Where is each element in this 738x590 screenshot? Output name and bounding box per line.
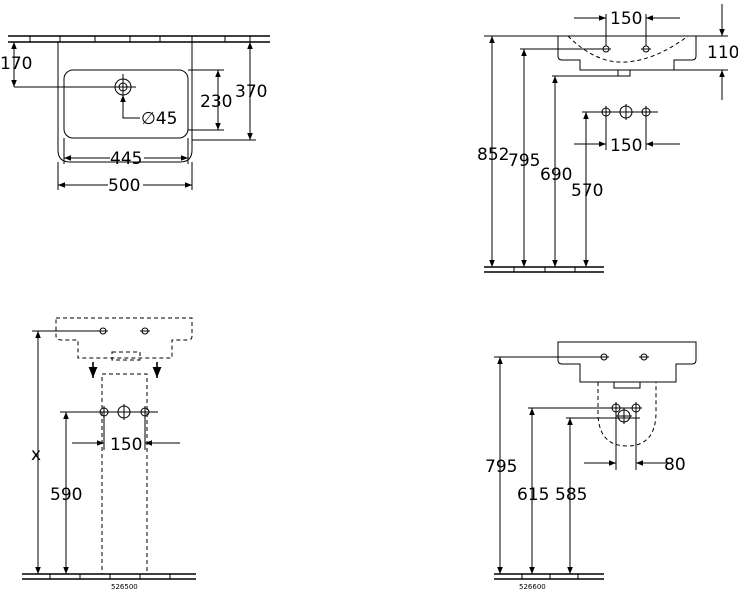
semi-pedestal-view: 795 615 585 80 526600 [485, 341, 697, 590]
basin-outline [57, 42, 193, 163]
dim-570: 570 [571, 181, 603, 201]
dim-852: 852 [477, 145, 509, 165]
side-view: 150 110 852 795 690 [477, 4, 738, 273]
product-code-pedestal: 526500 [111, 583, 138, 590]
dim-diameter: ∅45 [141, 109, 177, 129]
dim-500: 500 [108, 176, 140, 196]
dim-80: 80 [664, 455, 686, 475]
wall-strip [8, 35, 270, 43]
dim-615: 615 [517, 485, 549, 505]
dim-150-top: 150 [610, 9, 642, 29]
basin-side [557, 35, 697, 71]
top-view: 170 230 370 ∅45 445 500 [0, 35, 270, 196]
dim-110: 110 [707, 43, 738, 63]
dim-795: 795 [508, 151, 540, 171]
product-code-semi: 526600 [519, 583, 546, 590]
basin-bowl [63, 69, 189, 139]
pedestal-view: x 590 150 526500 [22, 317, 196, 590]
dim-150-mid: 150 [610, 136, 642, 156]
floor-strip-semi [494, 573, 604, 580]
dim-795-semi: 795 [485, 457, 517, 477]
dim-370: 370 [235, 82, 267, 102]
dim-590: 590 [50, 485, 82, 505]
dim-x: x [31, 445, 41, 465]
dim-690: 690 [540, 165, 572, 185]
dim-445: 445 [110, 149, 142, 169]
dim-170: 170 [0, 54, 32, 74]
floor-strip-pedestal [22, 573, 196, 580]
dim-150-pedestal: 150 [110, 435, 142, 455]
floor-strip [484, 266, 604, 273]
dim-585: 585 [555, 485, 587, 505]
dim-230: 230 [200, 92, 232, 112]
